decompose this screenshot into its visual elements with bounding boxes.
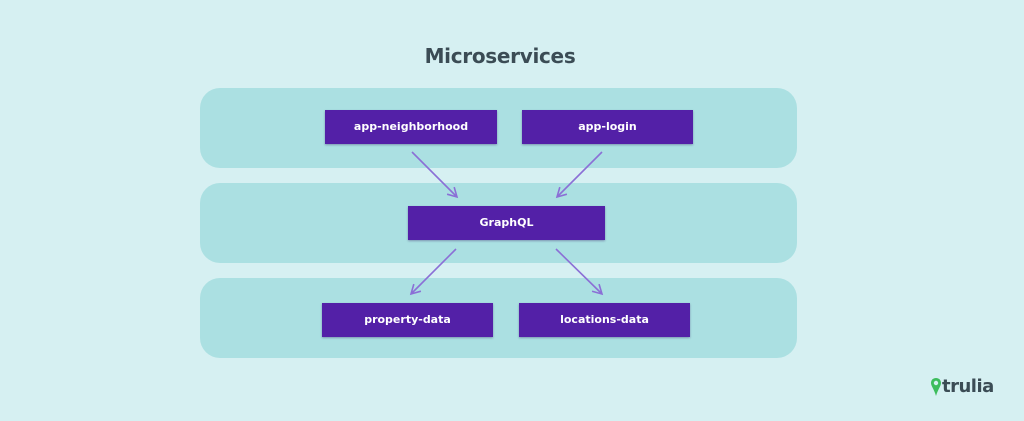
- arrow-graphql-to-locations: [555, 248, 604, 296]
- data-layer: [200, 278, 797, 358]
- arrow-neighborhood-to-graphql: [411, 151, 459, 199]
- arrow-graphql-to-property: [409, 248, 457, 296]
- arrow-login-to-graphql: [555, 151, 603, 199]
- node-graphql: GraphQL: [408, 206, 605, 240]
- map-pin-icon: [931, 378, 941, 396]
- frontend-layer: [200, 88, 797, 168]
- node-app-login: app-login: [522, 110, 693, 144]
- trulia-logo: trulia: [930, 374, 994, 400]
- node-app-neighborhood: app-neighborhood: [325, 110, 497, 144]
- node-property-data: property-data: [322, 303, 493, 337]
- node-locations-data: locations-data: [519, 303, 690, 337]
- diagram-title: Microservices: [424, 44, 576, 68]
- logo-text: trulia: [942, 376, 994, 397]
